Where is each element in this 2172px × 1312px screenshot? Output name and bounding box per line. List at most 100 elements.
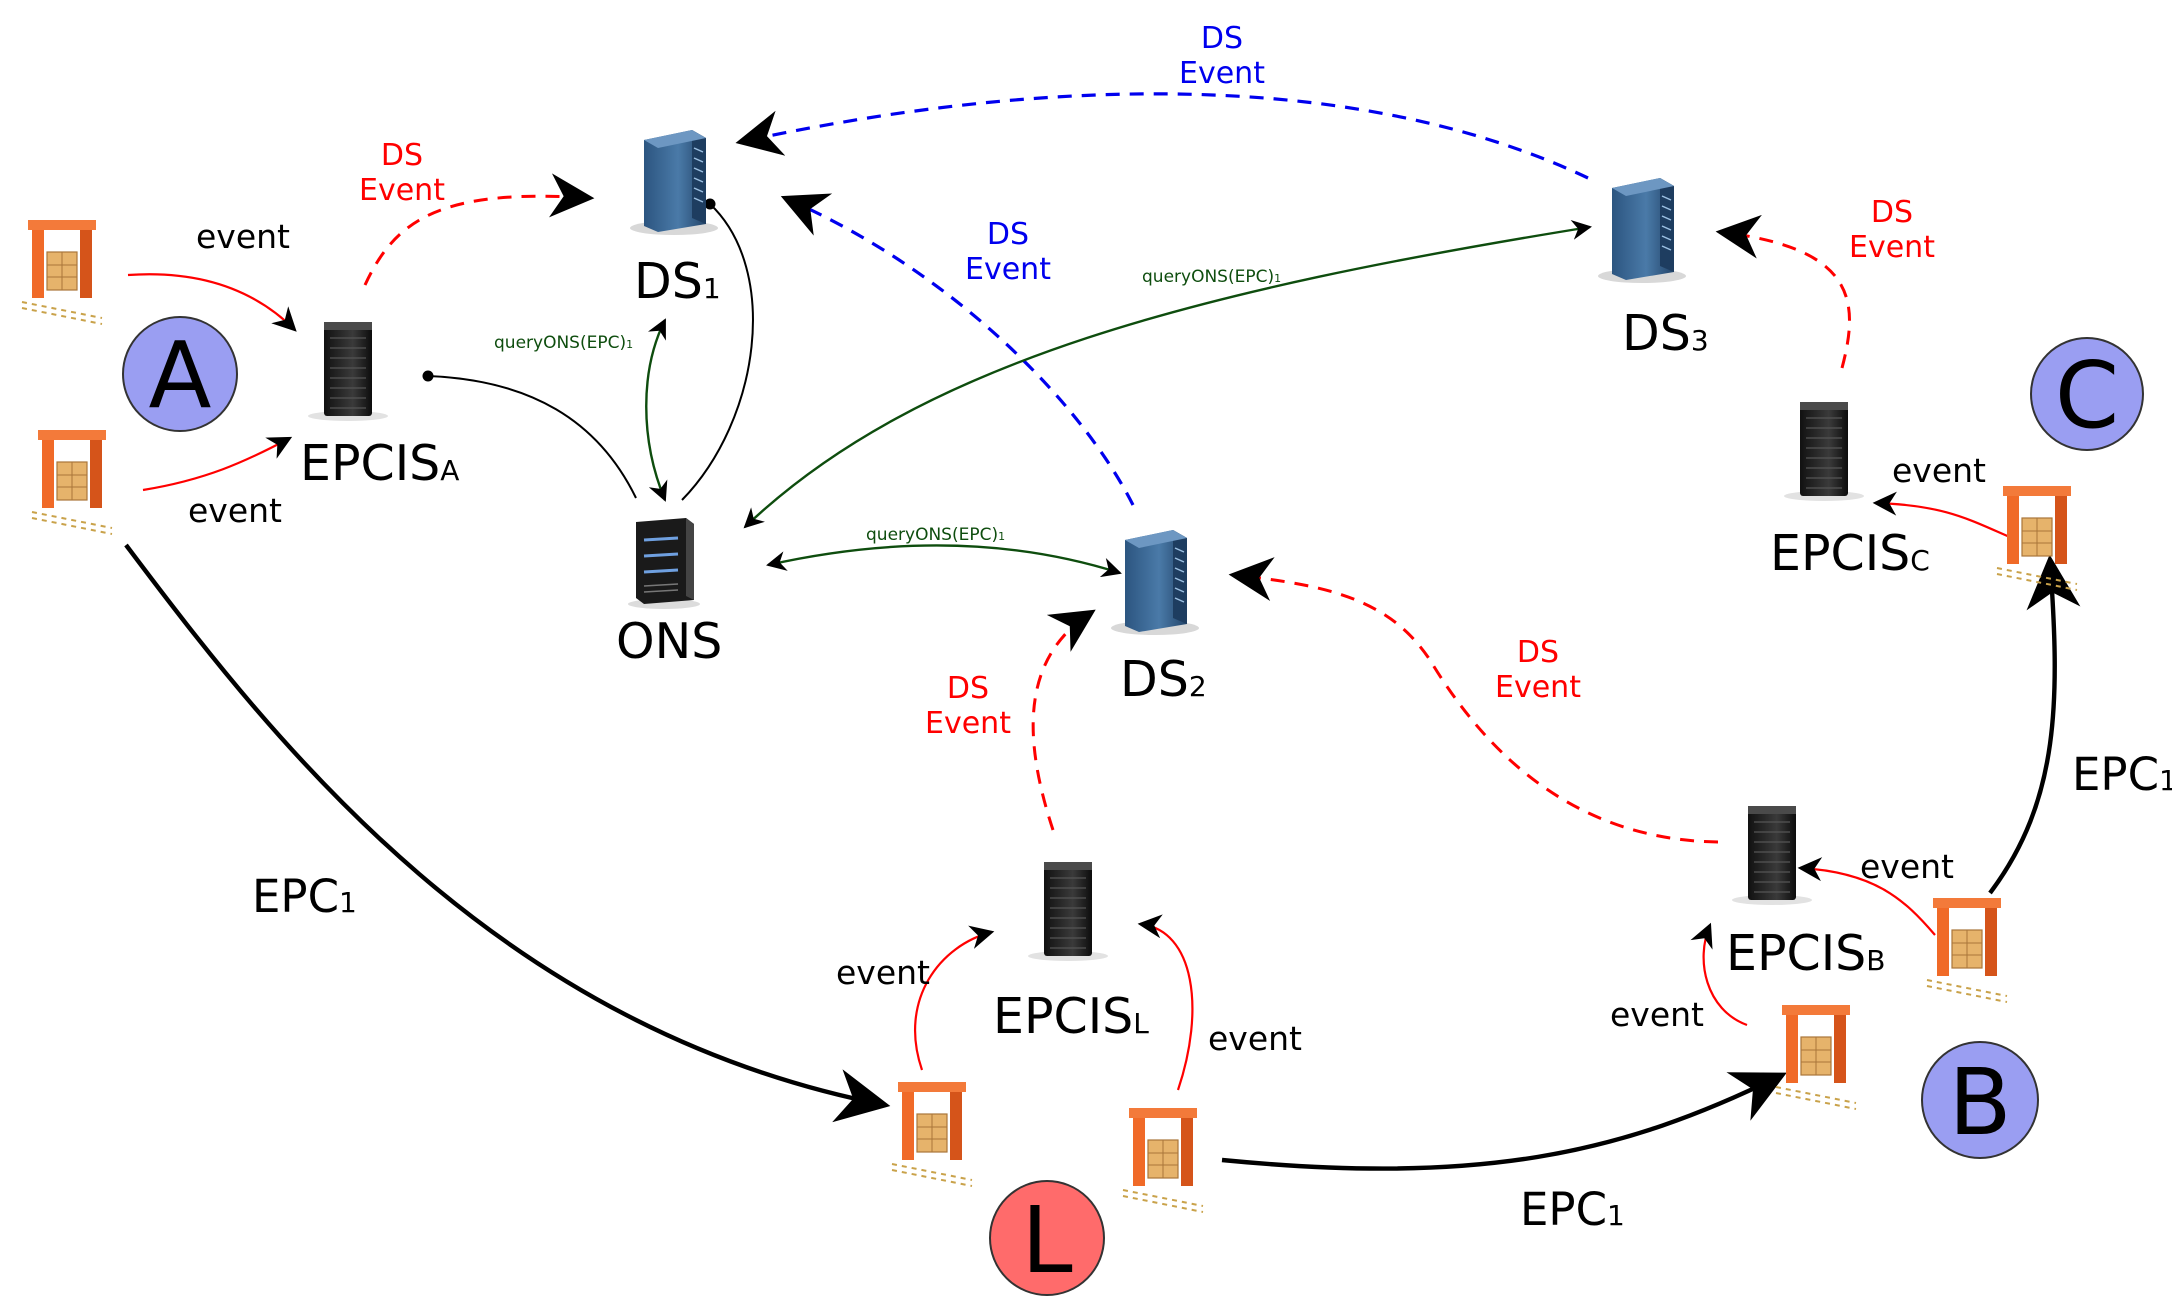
edge-event-a1 [127,273,297,332]
ons-server-icon [626,516,702,611]
epcis-a-label: EPCISA [300,435,459,492]
ds-event-label-a-l2: Event [359,173,445,208]
ons-label: ONS [616,613,722,670]
portal-c-icon [1996,485,2078,591]
event-label-b2: event [1860,847,1954,886]
epcis-l-label-sub: L [1133,1007,1149,1040]
edge-link-epcisa-ons [422,370,637,499]
location-circles: A C B L [122,316,2144,1296]
ds-event-label-b-l1: DS [1517,635,1559,670]
epc-label-l-b-sub: 1 [1607,1199,1625,1232]
ds1-label-main: DS [634,253,703,310]
epcis-b-server-icon [1731,805,1813,906]
edge-event-c [1872,491,2013,540]
location-a-label: A [149,322,212,429]
ds2-label-sub: 2 [1189,670,1207,703]
location-b-label: B [1948,1049,2011,1156]
edge-ds-event-ds3-ds1 [735,92,1589,180]
edge-ds-event-b [1228,557,1719,844]
edges [124,92,2081,1171]
ds1-label: DS1 [634,253,721,310]
epc-label-a-l-main: EPC [252,870,339,923]
edge-query-ds3-ons [743,219,1592,529]
epcis-l-label: EPCISL [993,988,1149,1045]
epcis-a-label-sub: A [440,454,459,487]
epcis-c-server-icon [1783,401,1865,502]
location-l-circle [989,1180,1105,1296]
portal-b1-icon [1775,1004,1857,1110]
edge-event-b2 [1797,857,1936,936]
epcis-a-server-icon [307,321,389,422]
query-label-ons-ds1-sub: 1 [626,338,633,351]
location-c-circle [2030,337,2144,451]
event-label-c: event [1892,451,1986,490]
ds1-label-sub: 1 [703,272,721,305]
ds1-server-icon [629,129,719,236]
edge-ds-event-a [363,173,595,286]
epcis-a-label-main: EPCIS [300,435,440,492]
ds-event-label-top-l1: DS [1201,21,1243,56]
epcis-l-label-main: EPCIS [993,988,1133,1045]
edge-event-l2 [1137,914,1194,1091]
epcis-c-label-main: EPCIS [1770,525,1910,582]
portal-b2-icon [1926,897,2008,1003]
query-label-ons-ds2-sub: 1 [998,530,1005,543]
ons-label-main: ONS [616,613,722,670]
epc-label-a-l: EPC1 [252,870,357,923]
query-label-ons-ds2: queryONS(EPC)1 [866,525,1005,545]
portal-a1-icon [21,219,103,325]
epc-label-b-c-sub: 1 [2159,764,2172,797]
epcis-b-label-sub: B [1866,944,1885,977]
edge-epc-a-l [124,543,891,1123]
ds-event-label-mid-l2: Event [965,252,1051,287]
epcis-b-label: EPCISB [1726,925,1886,982]
epc-label-l-b: EPC1 [1520,1183,1625,1236]
ds-event-label-c-l2: Event [1849,230,1935,265]
portal-l1-icon [891,1081,973,1187]
ds-event-label-l-l1: DS [947,671,989,706]
epc-label-b-c: EPC1 [2072,748,2172,801]
edge-query-ons-ds1 [645,318,668,502]
query-label-ons-ds1: queryONS(EPC)1 [494,333,633,353]
location-a-circle [122,316,238,432]
epc-label-l-b-main: EPC [1520,1183,1607,1236]
query-label-ons-ds2-main: queryONS(EPC) [866,525,998,545]
epcis-l-server-icon [1027,861,1109,962]
node-labels: DS1 DS2 DS3 ONS EPCISA EPCISL EPCISB EPC… [300,253,1930,1045]
edge-event-a2 [142,436,293,492]
edge-epc-l-b [1221,1072,1787,1171]
ds-event-label-a-l1: DS [381,138,423,173]
edge-ds-event-ds2-ds1 [780,193,1135,506]
ds-event-label-top-l2: Event [1179,56,1265,91]
epc-label-a-l-sub: 1 [339,886,357,919]
edge-ds-event-l [1031,609,1096,831]
edge-epc-b-c [1988,554,2081,895]
ds2-server-icon [1110,529,1200,636]
edge-labels: event event event event event event even… [188,21,2172,1236]
edge-event-l1 [913,925,995,1071]
ds-event-label-mid-l1: DS [987,217,1029,252]
epcis-b-label-main: EPCIS [1726,925,1866,982]
event-label-b1: event [1610,995,1704,1034]
ds3-server-icon [1597,177,1687,284]
ds3-label-sub: 3 [1691,324,1709,357]
ds3-label: DS3 [1622,305,1709,362]
location-c-label: C [2055,342,2119,449]
ds2-label: DS2 [1120,651,1207,708]
ds3-label-main: DS [1622,305,1691,362]
ds-event-label-c-l1: DS [1871,195,1913,230]
edge-query-ons-ds2 [766,544,1122,578]
portal-a2-icon [31,429,113,535]
epcis-c-label-sub: C [1910,544,1930,577]
query-label-ds3-ons: queryONS(EPC)1 [1142,267,1281,287]
location-l-label: L [1021,1187,1072,1294]
query-label-ds3-ons-main: queryONS(EPC) [1142,267,1274,287]
edge-event-b1 [1690,922,1748,1027]
